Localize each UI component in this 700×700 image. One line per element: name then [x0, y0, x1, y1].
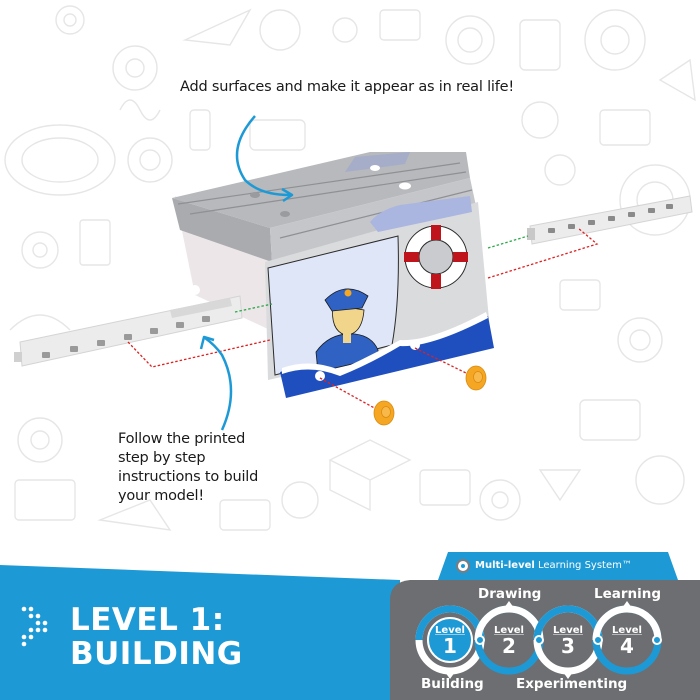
learning-system-tab: Multi-level Learning System™: [448, 553, 673, 578]
learning-system-tab-label: Multi-level Learning System™: [475, 560, 632, 571]
level-title: LEVEL 1: BUILDING: [70, 603, 243, 671]
level-2-name: Drawing: [478, 586, 542, 602]
hull-wave: [280, 316, 494, 398]
roof-panel: [172, 152, 470, 228]
level-title-line2: BUILDING: [70, 636, 243, 672]
orange-peg: [373, 365, 487, 426]
left-caption: Follow the printed step by step instruct…: [118, 431, 259, 504]
level-banner-background: [0, 565, 400, 700]
dotted-arrow-icon: [21, 606, 48, 647]
lifebuoy-icon: [404, 225, 468, 289]
level-3-name: Experimenting: [516, 676, 628, 692]
right-connector-rail: [527, 195, 693, 245]
captain-illustration: [315, 288, 379, 373]
level-4-name: Learning: [594, 586, 662, 602]
left-connector-rail: [14, 295, 243, 367]
top-caption: Add surfaces and make it appear as in re…: [180, 79, 514, 95]
level-1-name: Building: [421, 676, 484, 692]
learning-system-tab-bg: [438, 552, 678, 580]
pointer-arrows: [199, 115, 294, 431]
level-title-line1: LEVEL 1:: [70, 602, 225, 638]
lightbulb-gear-icon: [456, 558, 470, 573]
